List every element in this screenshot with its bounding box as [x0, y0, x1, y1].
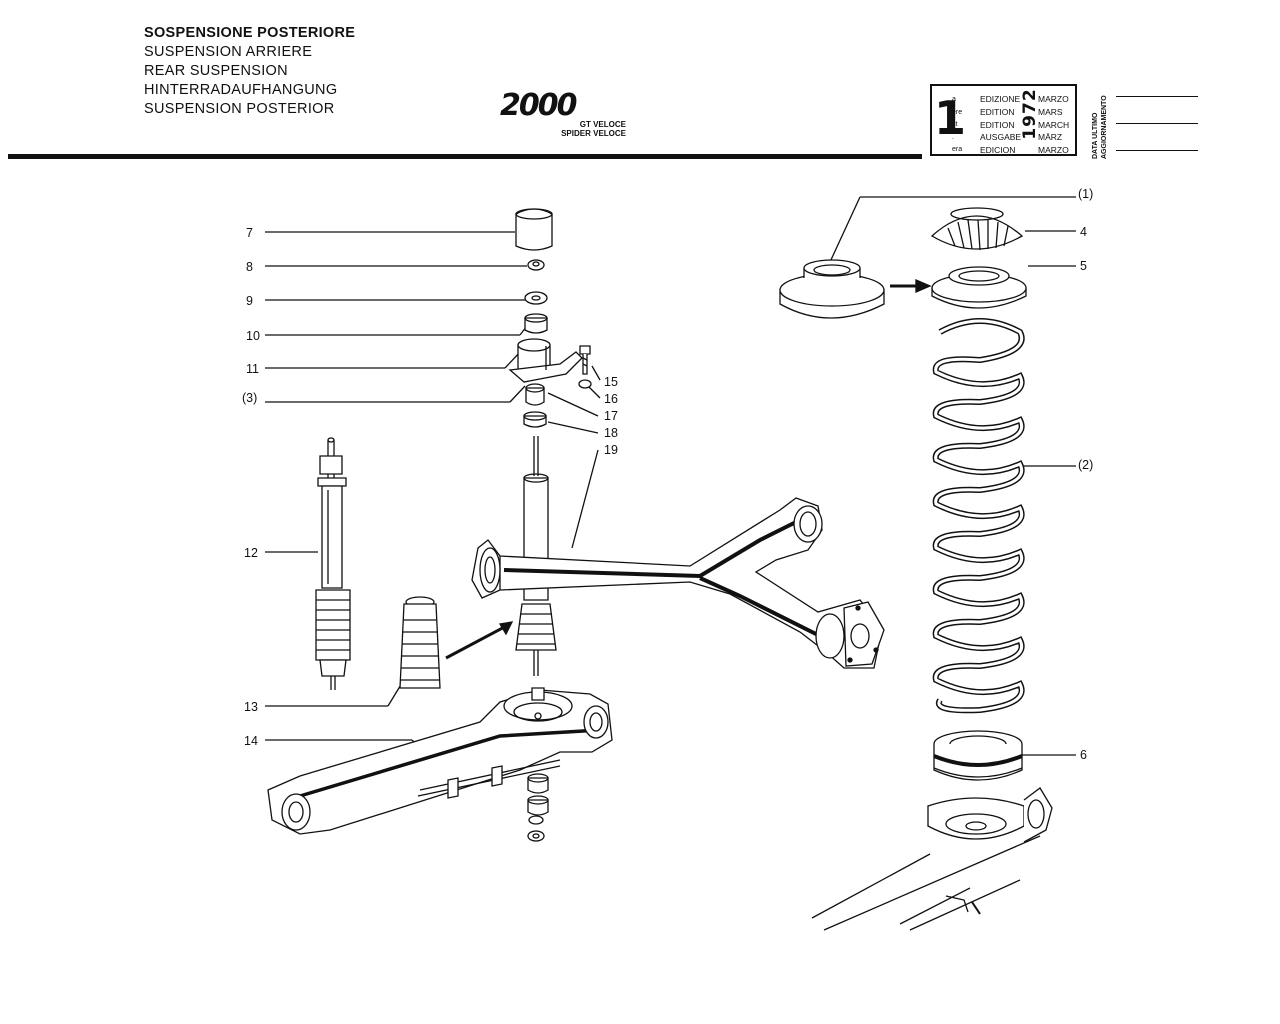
callout-12: 12 [244, 546, 258, 560]
part-19-a-arm [471, 497, 885, 669]
part-9-washer [524, 291, 548, 305]
edition-suffix: st [952, 121, 958, 128]
title-german: HINTERRADAUFHANGUNG [144, 82, 338, 98]
edition-label: EDITION [980, 106, 1015, 117]
edition-month: MARZO [1038, 145, 1069, 156]
callout-9: 9 [246, 294, 253, 308]
lower-fasteners [527, 773, 549, 842]
callout-17: 17 [604, 409, 618, 423]
callout-14: 14 [244, 734, 258, 748]
title-spanish: SUSPENSION POSTERIOR [144, 101, 335, 117]
title-english: REAR SUSPENSION [144, 63, 288, 79]
edition-label: EDIZIONE [980, 94, 1021, 104]
part-12-shock-absorber [315, 437, 351, 690]
callout-1: (1) [1078, 187, 1093, 201]
edition-suffix: ere [952, 108, 963, 116]
part-15-bolt [579, 345, 591, 375]
edition-label: EDICION [980, 145, 1016, 156]
model-variant-spider: SPIDER VELOCE [561, 129, 626, 138]
arrow-icon [445, 621, 514, 660]
update-line [1116, 150, 1198, 151]
edition-month: MARZO [1038, 94, 1069, 104]
title-block: SOSPENSIONE POSTERIORE SUSPENSION ARRIER… [144, 24, 355, 119]
callout-2: (2) [1078, 458, 1093, 472]
update-lines [1116, 96, 1198, 177]
part-14-trailing-arm [267, 687, 613, 835]
part-1-spring-seat [779, 259, 885, 319]
header-rule [8, 154, 922, 159]
leader-lines-right [829, 196, 1076, 756]
model-variant-gt: GT VELOCE [579, 120, 626, 129]
model-logo-text: 2000 [500, 88, 578, 123]
arrow-icon [890, 279, 932, 293]
callout-4: 4 [1080, 225, 1087, 239]
edition-label: EDITION [980, 119, 1015, 130]
edition-box: 1 a ere st . era EDIZIONE EDITION EDITIO… [930, 84, 1077, 156]
update-line [1116, 96, 1198, 97]
part-4-rubber-cap [930, 207, 1024, 251]
callout-6: 6 [1080, 748, 1087, 762]
callout-18: 18 [604, 426, 618, 440]
callout-3: (3) [242, 391, 257, 405]
edition-months: MARZO MARS MARCH MÄRZ MARZO [1038, 93, 1069, 157]
edition-month: MARS [1038, 106, 1063, 117]
part-7-cap [515, 208, 553, 251]
edition-suffix: . [952, 133, 954, 141]
lower-spring-seat [811, 787, 1053, 931]
callout-labels: 7 8 9 10 11 (3) 12 13 14 15 16 17 18 19 … [242, 187, 1093, 762]
part-17-bush [525, 383, 545, 406]
part-6-spring-pad [933, 730, 1023, 781]
edition-suffix: a [952, 96, 956, 103]
edition-month: MÄRZ [1038, 132, 1063, 143]
part-16-nut [578, 379, 592, 389]
edition-label: AUSGABE [980, 132, 1022, 143]
callout-11: 11 [246, 362, 259, 376]
model-logo: 2000 GT VELOCE SPIDER VELOCE [500, 88, 630, 139]
part-2-coil-spring [932, 318, 1025, 714]
callout-10: 10 [246, 329, 260, 343]
title-italian: SOSPENSIONE POSTERIORE [144, 25, 356, 41]
leader-lines [265, 231, 601, 753]
update-line [1116, 123, 1198, 124]
callout-19: 19 [604, 443, 618, 457]
part-10-bush [524, 313, 548, 334]
shock-absorber-center [515, 436, 557, 676]
callout-8: 8 [246, 260, 253, 274]
callout-15: 15 [604, 375, 618, 389]
title-french: SUSPENSION ARRIERE [144, 44, 313, 60]
callout-7: 7 [246, 226, 253, 240]
part-11-bracket [508, 338, 583, 383]
part-5-spring-seat-upper [931, 266, 1027, 309]
part-8-nut [527, 259, 545, 271]
edition-suffix: era [952, 146, 963, 153]
callout-16: 16 [604, 392, 618, 406]
callout-5: 5 [1080, 259, 1087, 273]
edition-month: MARCH [1038, 119, 1070, 130]
part-13-bellows [399, 596, 441, 689]
part-18-cup [523, 411, 547, 428]
edition-suffixes: a ere st . era [952, 94, 962, 157]
edition-number: 1 [934, 91, 967, 145]
callout-13: 13 [244, 700, 258, 714]
edition-labels: EDIZIONE EDITION EDITION AUSGABE EDICION [980, 93, 1021, 157]
